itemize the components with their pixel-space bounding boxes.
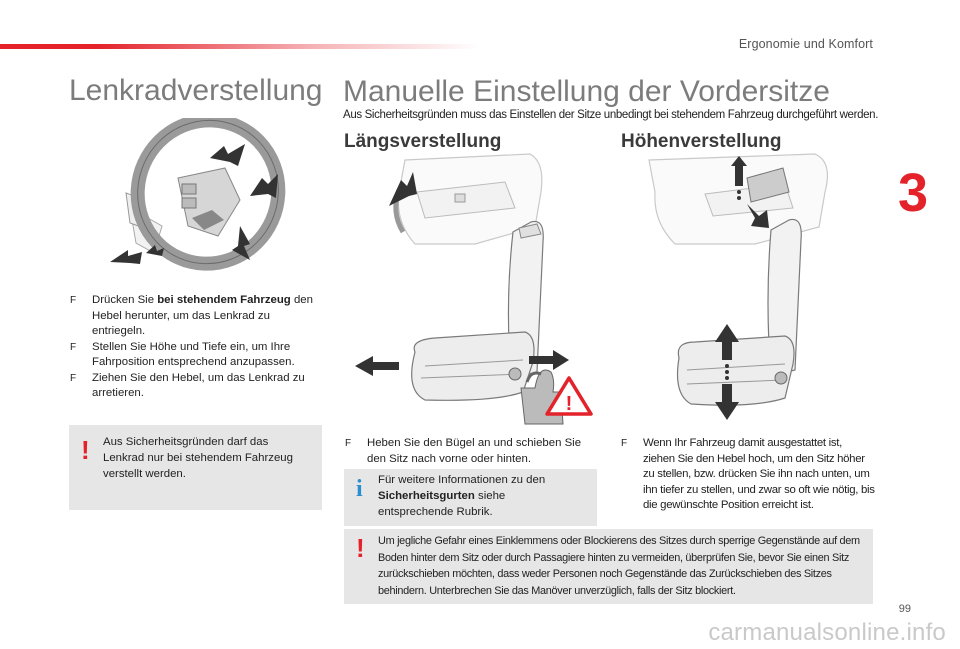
hoehen-title: Höhenverstellung [621,131,782,152]
warning-icon: ! [356,533,365,563]
warning-icon: ! [81,435,90,465]
watermark: carmanualsonline.info [708,619,946,646]
bullet-marker: F [70,341,77,353]
svg-text:!: ! [566,393,573,415]
page-number: 99 [898,603,911,615]
section-title: Ergonomie und Komfort [738,37,873,51]
chapter-number: 3 [898,166,928,216]
bullet-marker: F [621,438,627,449]
bullet-marker: F [345,438,352,449]
steering-warning-box: ! Aus Sicherheitsgründen darf das Lenkra… [69,425,322,510]
belt-info-text: Für weitere Informationen zu den Sicherh… [378,474,546,518]
header-accent-bar [0,44,480,49]
seat-longitudinal-illustration: ! [355,153,593,425]
belt-info-box: i Für weitere Informationen zu den Siche… [344,469,597,526]
seat-warning-text: Um jegliche Gefahr eines Einklemmens ode… [378,535,860,597]
seats-title: Manuelle Einstellung der Vordersitze [343,75,830,108]
bullet-marker: F [70,295,77,306]
steering-wheel-illustration [110,118,286,271]
steering-title: Lenkradverstellung [69,74,323,107]
bullet-marker: F [70,372,77,384]
laengs-title: Längsverstellung [344,131,502,152]
info-icon: i [356,476,363,502]
seat-height-illustration [648,153,828,420]
seat-warning-box: ! Um jegliche Gefahr eines Einklemmens o… [344,529,873,604]
steering-warning-text: Aus Sicherheitsgründen darf das Lenkrad … [103,436,293,480]
svg-text:3: 3 [898,166,928,216]
seats-intro: Aus Sicherheitsgründen muss das Einstell… [343,109,879,121]
